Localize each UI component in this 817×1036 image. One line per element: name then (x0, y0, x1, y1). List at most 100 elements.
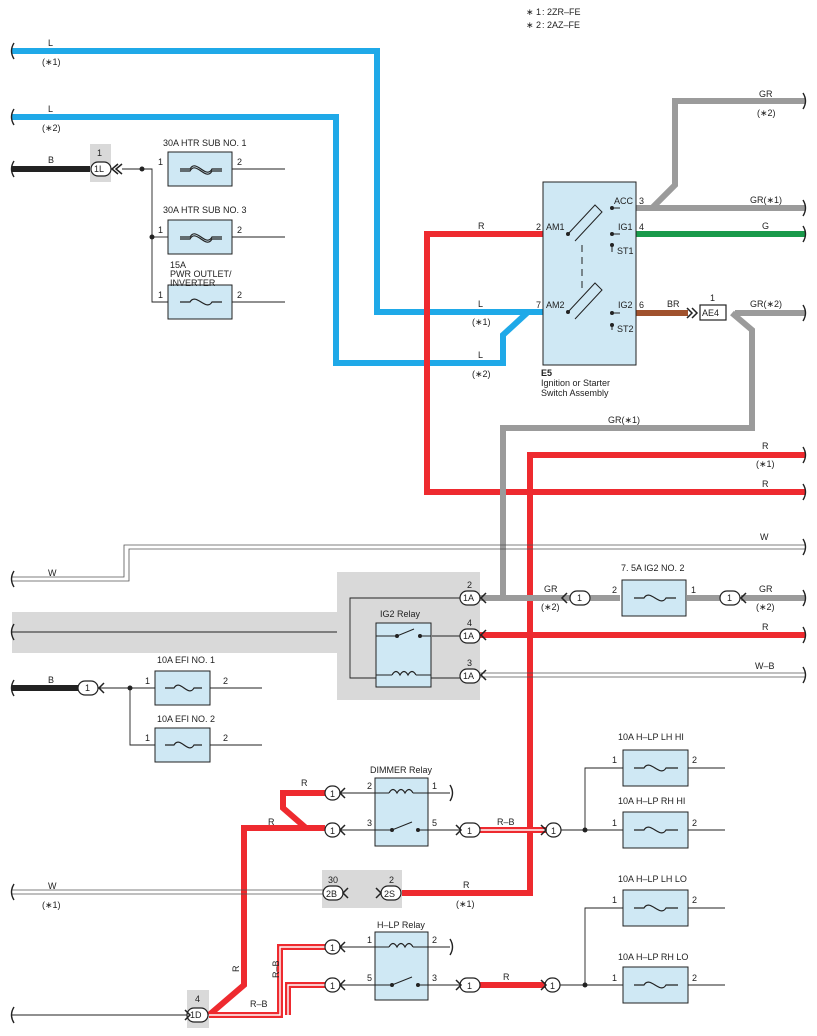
wire-label-G: G (762, 221, 769, 231)
fuse-pwr-name1: PWR OUTLET/ (170, 269, 232, 279)
wire-R-s1 (402, 452, 805, 896)
wire-label-GRs1-mid: GR(∗1) (608, 415, 640, 425)
wire-label-s1-a: (∗1) (42, 57, 61, 67)
ground-bus-shade (12, 612, 338, 653)
fuse-efi2-p2: 2 (223, 733, 228, 743)
wire-label-RB-1D: R–B (250, 999, 268, 1009)
dimmer-p1: 1 (432, 781, 437, 791)
wire-label-RB-dim: R–B (497, 817, 515, 827)
wire-label-GRs2-ig2: GR(∗2) (750, 299, 782, 309)
fuse-boxes (154, 151, 689, 1004)
conn-hlp-1d: 1 (550, 981, 555, 991)
ign-code: E5 (541, 368, 552, 378)
fuse-lhlo-p1: 1 (612, 895, 617, 905)
fuse-rhhi-p2: 2 (692, 818, 697, 828)
wire-label-R-2S: R (463, 880, 470, 890)
fuse-lhhi-p1: 1 (612, 755, 617, 765)
ign-pin-am2: 7 (536, 300, 541, 310)
conn-hlp-1a: 1 (330, 943, 335, 953)
fuse-ig2no2-name: 7. 5A IG2 NO. 2 (621, 563, 685, 573)
ign-am2: AM2 (546, 300, 565, 310)
fuse-efi2-name: 10A EFI NO. 2 (157, 714, 215, 724)
fuse-ig2no2-p2: 1 (691, 585, 696, 595)
ig2-relay-symbol (375, 622, 432, 688)
wire-label-R-dim-left: R (268, 817, 275, 827)
fuse-symbols (165, 165, 678, 989)
legend-2-text: : 2AZ–FE (542, 20, 580, 30)
conn-hlp-1c: 1 (467, 981, 472, 991)
fuse-efi2-p1: 1 (145, 733, 150, 743)
fuse-htr1-p2: 2 (237, 157, 242, 167)
fuse-efi1-p1: 1 (145, 676, 150, 686)
wire-label-s2-right: (∗2) (756, 602, 775, 612)
wire-R-dimmer (280, 790, 325, 831)
fuse-efi1-name: 10A EFI NO. 1 (157, 655, 215, 665)
conn-gr-1b: 1 (727, 593, 732, 603)
wire-label-R-vert: R (231, 965, 241, 972)
wire-label-L-am2: L (478, 299, 483, 309)
wire-GR-s2-top (636, 98, 805, 211)
fuse-lhhi-p2: 2 (692, 755, 697, 765)
wire-label-R-am1: R (478, 221, 485, 231)
wire-RB-hlp (209, 944, 325, 1018)
dimmer-p5: 5 (432, 818, 437, 828)
wire-label-s1-am2: (∗1) (472, 317, 491, 327)
wire-label-R-492: R (762, 479, 769, 489)
fuse-lhhi-name: 10A H–LP LH HI (618, 732, 684, 742)
fuse-htr3-p2: 2 (237, 225, 242, 235)
legend-1-mark: ∗ 1 (526, 7, 541, 17)
wire-W-bottom (12, 889, 324, 895)
conn-dim-1a: 1 (330, 789, 335, 799)
wire-label-R-hlp-out: R (503, 972, 510, 982)
wire-label-s2-top: (∗2) (757, 108, 776, 118)
hlp-p1: 1 (367, 935, 372, 945)
hlp-relay-symbol (374, 931, 429, 1001)
hlp-p3: 3 (432, 973, 437, 983)
conn-dim-1b: 1 (330, 826, 335, 836)
wire-label-GRs2-top: GR (759, 89, 773, 99)
legend-2-mark: ∗ 2 (526, 20, 541, 30)
fuse-pwr-p2: 2 (237, 290, 242, 300)
fuse-htr1-name: 30A HTR SUB NO. 1 (163, 138, 247, 148)
hlp-p5: 5 (367, 973, 372, 983)
wire-label-BR: BR (667, 299, 680, 309)
conn-dim-1c: 1 (467, 826, 472, 836)
dimmer-relay-name: DIMMER Relay (370, 765, 433, 775)
wire-label-s2-1A: (∗2) (541, 602, 560, 612)
wire-label-GR-right: GR (759, 584, 773, 594)
fuse-pwr-p1: 1 (158, 290, 163, 300)
fuse-rhlo-p1: 1 (612, 973, 617, 983)
ign-desc1: Ignition or Starter (541, 378, 610, 388)
wire-label-L1: L (48, 38, 53, 48)
wire-label-R-dim-top: R (301, 778, 308, 788)
wire-label-GRs1-top: GR(∗1) (750, 195, 782, 205)
ign-acc: ACC (614, 196, 634, 206)
dimmer-relay-symbol (374, 777, 429, 847)
wire-label-L-s2: L (478, 350, 483, 360)
ign-am1: AM1 (546, 222, 565, 232)
c1D-pin: 4 (195, 994, 200, 1004)
wire-label-R-1A4: R (762, 622, 769, 632)
c2S-label: 2S (384, 889, 395, 899)
c2S-pin: 2 (389, 875, 394, 885)
dimmer-p3: 3 (367, 818, 372, 828)
c2B-pin: 30 (328, 875, 338, 885)
fuse-efi1-p2: 2 (223, 676, 228, 686)
wire-label-WB: W–B (755, 661, 775, 671)
hlp-relay-name: H–LP Relay (377, 920, 425, 930)
fuse-pwr-amp: 15A (170, 260, 186, 270)
c1A3-label: 1A (463, 671, 474, 681)
wire-label-s2-a: (∗2) (42, 123, 61, 133)
ign-desc2: Switch Assembly (541, 388, 609, 398)
efi-conn-label: 1 (85, 683, 90, 693)
fuse-lhlo-p2: 2 (692, 895, 697, 905)
ign-st2: ST2 (617, 324, 634, 334)
conn-gr-1a: 1 (577, 593, 582, 603)
wire-label-RB-vert: R–B (271, 960, 281, 978)
wire-L-s2 (12, 114, 531, 366)
ign-st1: ST1 (617, 246, 634, 256)
wire-end-brackets (10, 42, 807, 1024)
cAE4-pin: 1 (710, 293, 715, 303)
